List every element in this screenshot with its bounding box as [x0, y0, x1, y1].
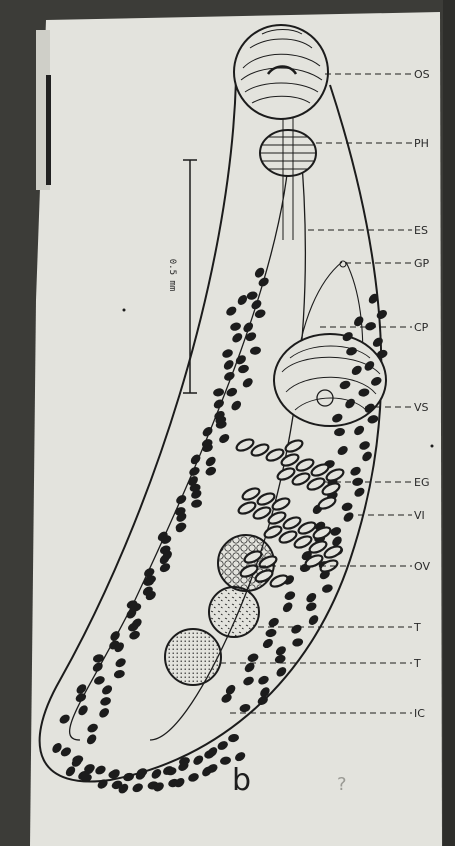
oral-sucker	[234, 25, 328, 119]
stray-mark: ?	[337, 774, 347, 795]
label-vs: VS	[414, 401, 429, 414]
stray-dot	[431, 445, 434, 448]
label-vi: VI	[414, 509, 425, 522]
label-gp: GP	[414, 257, 430, 270]
label-t-anterior: T	[413, 621, 421, 634]
label-ph: PH	[414, 137, 429, 150]
right-edge-shadow	[443, 0, 455, 846]
label-cp: CP	[414, 321, 429, 334]
label-eg: EG	[414, 476, 429, 489]
testis-posterior	[165, 629, 221, 685]
stray-dot	[123, 309, 126, 312]
label-es: ES	[414, 224, 428, 237]
label-ic: IC	[414, 707, 425, 720]
panel-letter: b	[232, 763, 251, 798]
paper-sheet	[30, 12, 442, 846]
pharynx	[260, 130, 316, 176]
testis-anterior	[209, 587, 259, 637]
label-ov: OV	[414, 560, 430, 573]
scale-bar-label: 0.5 mm	[167, 259, 177, 292]
margin-mark	[46, 75, 51, 185]
label-os: OS	[414, 68, 430, 81]
label-t-posterior: T	[413, 657, 421, 670]
